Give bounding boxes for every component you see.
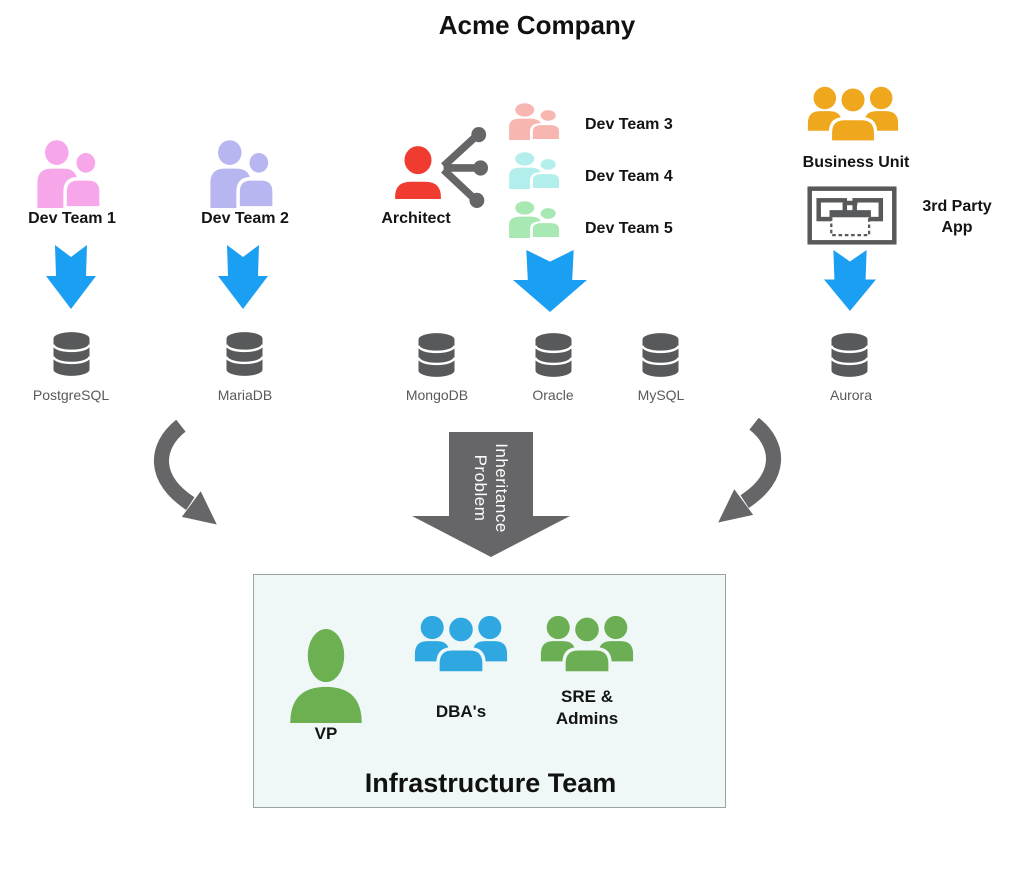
postgresql-label: PostgreSQL — [32, 387, 110, 403]
dev-team-3-label: Dev Team 3 — [585, 116, 673, 133]
dev-team-2-label: Dev Team 2 — [201, 210, 289, 227]
dev-team-1-label: Dev Team 1 — [28, 210, 116, 227]
vp-label: VP — [314, 724, 338, 743]
dba-label: DBA's — [435, 702, 487, 721]
oracle-label: Oracle — [532, 387, 574, 403]
dev-team-5-label: Dev Team 5 — [585, 220, 673, 237]
aurora-label: Aurora — [829, 387, 873, 403]
architect-icon — [395, 146, 441, 199]
dev-team-1-icon — [37, 140, 103, 208]
mongodb-db-icon — [417, 333, 456, 377]
aurora-db-icon — [830, 333, 869, 377]
curved-arrow-right — [718, 418, 782, 523]
infrastructure-team-title: Infrastructure Team — [364, 768, 617, 798]
dev-team-3-icon — [509, 103, 562, 140]
mysql-db-icon — [641, 333, 680, 377]
inheritance-problem-arrow — [412, 432, 570, 557]
page-title: Acme Company — [438, 10, 636, 40]
sre-admins-icon — [540, 614, 634, 673]
third-party-app-icon — [807, 186, 897, 245]
business-unit-icon — [807, 85, 899, 142]
down-arrow-business — [824, 250, 876, 311]
dev-team-5-icon — [509, 201, 562, 238]
mariadb-db-icon — [225, 332, 264, 376]
down-arrow-devteam2 — [218, 245, 268, 309]
mongodb-label: MongoDB — [405, 387, 469, 403]
infrastructure-team-box: VP DBA's SRE & Admins Infrast — [253, 574, 726, 808]
dev-team-4-icon — [509, 152, 562, 189]
third-party-app-label: 3rd Party App — [922, 198, 992, 236]
vp-icon — [290, 628, 362, 723]
sre-admins-label: SRE & Admins — [555, 687, 619, 728]
postgresql-db-icon — [52, 332, 91, 376]
down-arrow-devteams — [513, 250, 587, 312]
dev-team-4-label: Dev Team 4 — [585, 168, 673, 185]
oracle-db-icon — [534, 333, 573, 377]
network-fanout-icon — [441, 126, 488, 208]
down-arrow-devteam1 — [46, 245, 96, 309]
mariadb-label: MariaDB — [217, 387, 273, 403]
curved-arrow-left — [153, 420, 217, 525]
dev-team-2-icon — [210, 140, 276, 208]
business-unit-label: Business Unit — [802, 154, 910, 171]
architect-label: Architect — [381, 210, 451, 227]
mysql-label: MySQL — [637, 387, 685, 403]
dba-icon — [414, 614, 508, 673]
